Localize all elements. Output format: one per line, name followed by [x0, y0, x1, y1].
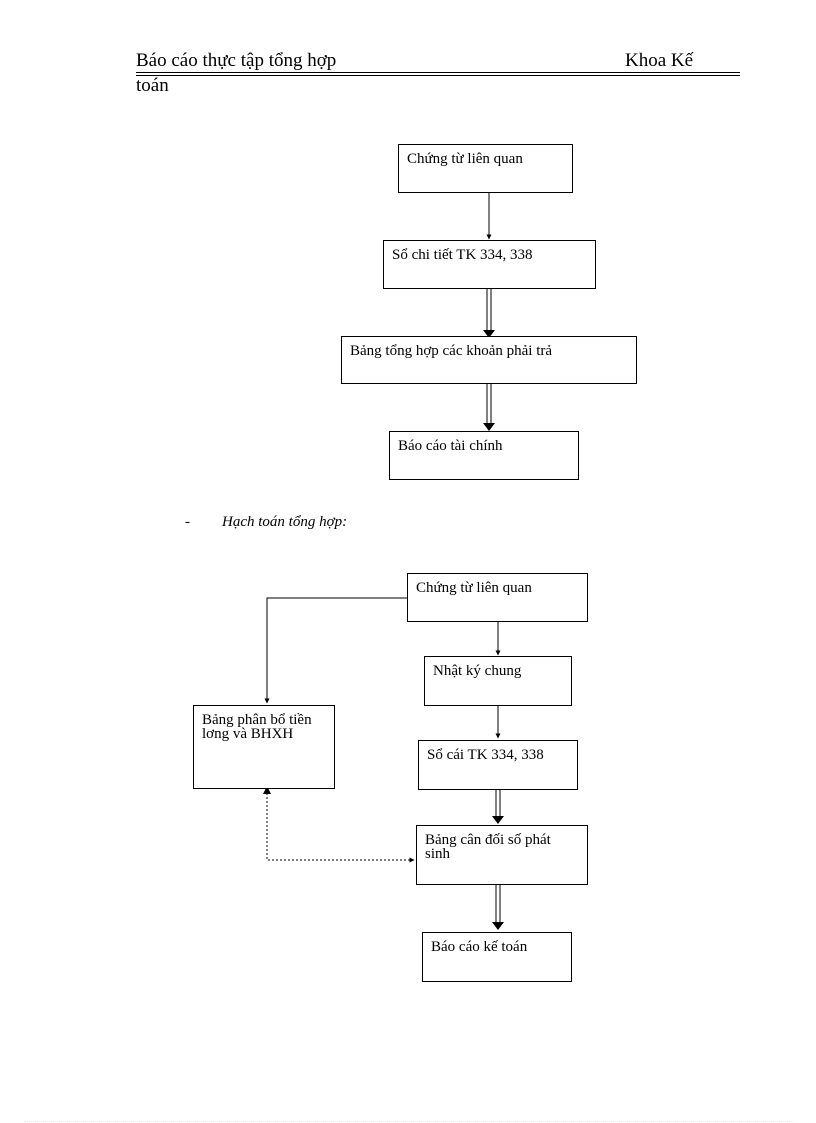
flow2-arrow-3	[492, 790, 504, 824]
flow2-dotted-link	[266, 789, 415, 863]
flow2-dotted-up-arrowhead	[263, 786, 271, 794]
flow1-box-bang-tong-hop: Bảng tổng hợp các khoản phải trả	[341, 336, 637, 384]
flow2-box-so-cai: Sổ cái TK 334, 338	[418, 740, 578, 790]
flow2-box-nhat-ky-chung: Nhật ký chung	[424, 656, 572, 706]
header-left-title: Báo cáo thực tập tổng hợp	[136, 50, 337, 71]
flow1-box-chung-tu: Chứng từ liên quan	[398, 144, 573, 193]
section-bullet: -	[185, 514, 190, 530]
header-rule-bottom	[136, 75, 740, 76]
flow2-side-box-bang-phan-bo: Bảng phân bổ tiền lơng và BHXH	[193, 705, 335, 789]
flow2-elbow-arrow	[264, 597, 407, 704]
flow2-box-bang-can-doi: Bảng cân đối số phát sinh	[416, 825, 588, 885]
header-right-title: Khoa Kế	[625, 50, 694, 71]
section-title: Hạch toán tổng hợp:	[222, 514, 348, 530]
header-rule-top	[136, 72, 740, 73]
flow2-arrow-4	[492, 885, 504, 930]
page-bottom-dotted-edge	[24, 1121, 794, 1122]
flow2-box-chung-tu: Chứng từ liên quan	[407, 573, 588, 622]
flow1-box-bao-cao-tai-chinh: Báo cáo tài chính	[389, 431, 579, 480]
flow1-arrow-3	[483, 384, 495, 431]
flow1-arrow-2	[483, 289, 495, 338]
flow1-box-so-chi-tiet: Sổ chi tiết TK 334, 338	[383, 240, 596, 289]
header-wrap-line: toán	[136, 75, 169, 96]
flow2-box-bao-cao-ke-toan: Báo cáo kế toán	[422, 932, 572, 982]
